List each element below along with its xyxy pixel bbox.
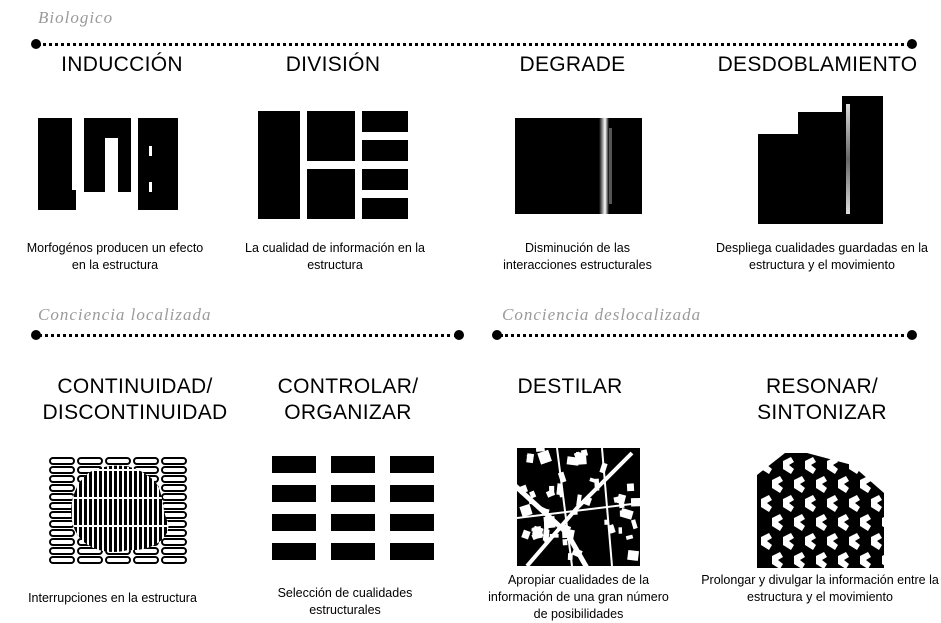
controlar-figure [272,456,434,561]
destilar-figure [517,448,640,566]
concept-caption-induccion: Morfogénos producen un efecto en la estr… [25,240,205,274]
title-line: RESONAR/ [766,375,878,398]
title-line: SINTONIZAR [757,401,887,424]
timeline-end-dot [454,330,464,340]
concept-title-degrade: DEGRADE [505,52,640,78]
title-line: DISCONTINUIDAD [42,401,227,424]
concept-title-controlar: CONTROLAR/ ORGANIZAR [268,374,428,426]
desdoblamiento-figure [758,96,883,224]
concept-caption-degrade: Disminución de las interacciones estruct… [490,240,665,274]
timeline-localizada [38,334,458,337]
induccion-figure [38,118,178,210]
section-label-localizada: Conciencia localizada [38,305,212,325]
concept-title-resonar: RESONAR/ SINTONIZAR [742,374,902,426]
degrade-figure [515,118,642,214]
resonar-figure [757,453,884,568]
title-line: CONTROLAR/ [278,375,419,398]
concept-caption-desdoblamiento: Despliega cualidades guardadas en la est… [712,240,932,274]
concept-title-induccion: INDUCCIÓN [52,52,192,78]
timeline-biologico [38,43,910,46]
concept-caption-continuidad: Interrupciones en la estructura [5,590,220,607]
timeline-deslocalizada [500,334,910,337]
concept-caption-destilar: Apropiar cualidades de la información de… [486,572,671,623]
concept-caption-division: La cualidad de información en la estruct… [235,240,435,274]
title-line: CONTINUIDAD/ [57,375,212,398]
concept-title-division: DIVISIÓN [258,52,408,78]
continuidad-figure [48,456,188,566]
division-figure [258,111,408,219]
timeline-end-dot [907,39,917,49]
title-line: ORGANIZAR [284,401,412,424]
section-label-deslocalizada: Conciencia deslocalizada [502,305,701,325]
concept-title-desdoblamiento: DESDOBLAMIENTO [710,52,925,78]
section-label-biologico: Biologico [38,8,113,28]
concept-caption-resonar: Prolongar y divulgar la información entr… [700,572,940,606]
concept-title-destilar: DESTILAR [505,374,635,400]
concept-title-continuidad: CONTINUIDAD/ DISCONTINUIDAD [30,374,240,426]
timeline-end-dot [907,330,917,340]
concept-caption-controlar: Selección de cualidades estructurales [255,585,435,619]
